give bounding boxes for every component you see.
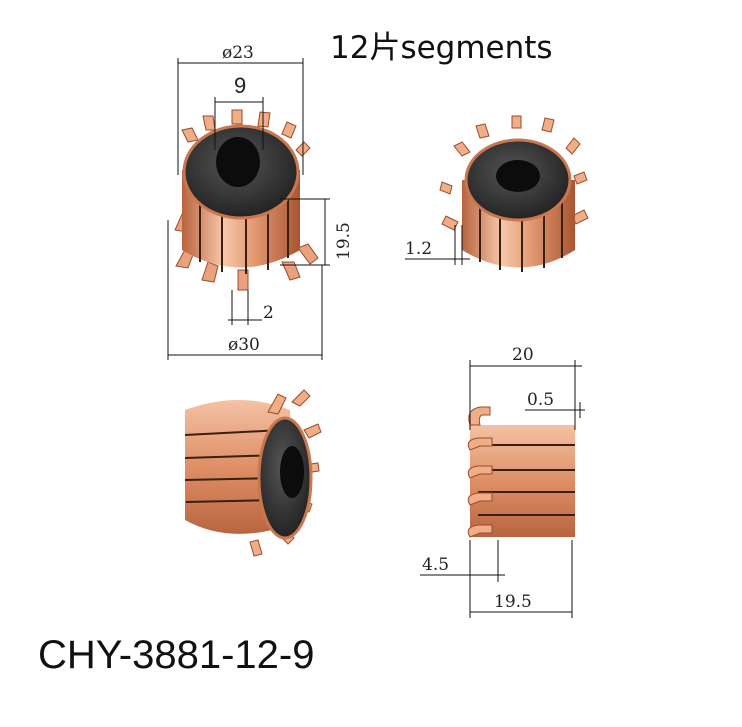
angled-view-dimension-lines [405,225,470,265]
top-view-dimension-lines [167,58,330,360]
dim-hook-thickness: 1.2 [405,239,432,259]
commutator-angled-view [439,115,589,272]
dim-side-gap: 0.5 [527,390,554,410]
dim-top-inner: 9 [234,73,246,98]
dim-height-right: 19.5 [334,222,354,260]
commutator-side-view [467,406,575,538]
commutator-side-angled-view [184,389,322,557]
dim-side-length: 20 [512,345,534,365]
dim-hook-width: 2 [263,303,274,323]
commutator-top-view [174,109,319,291]
segments-title: 12片segments [330,30,553,66]
model-number: CHY-3881-12-9 [38,633,315,677]
dim-top-outer-diameter: ø23 [222,43,254,63]
dim-side-body: 19.5 [494,592,532,612]
dim-bottom-diameter: ø30 [228,335,260,355]
side-view-dimension-lines [420,360,585,618]
dim-side-hook: 4.5 [422,555,449,575]
